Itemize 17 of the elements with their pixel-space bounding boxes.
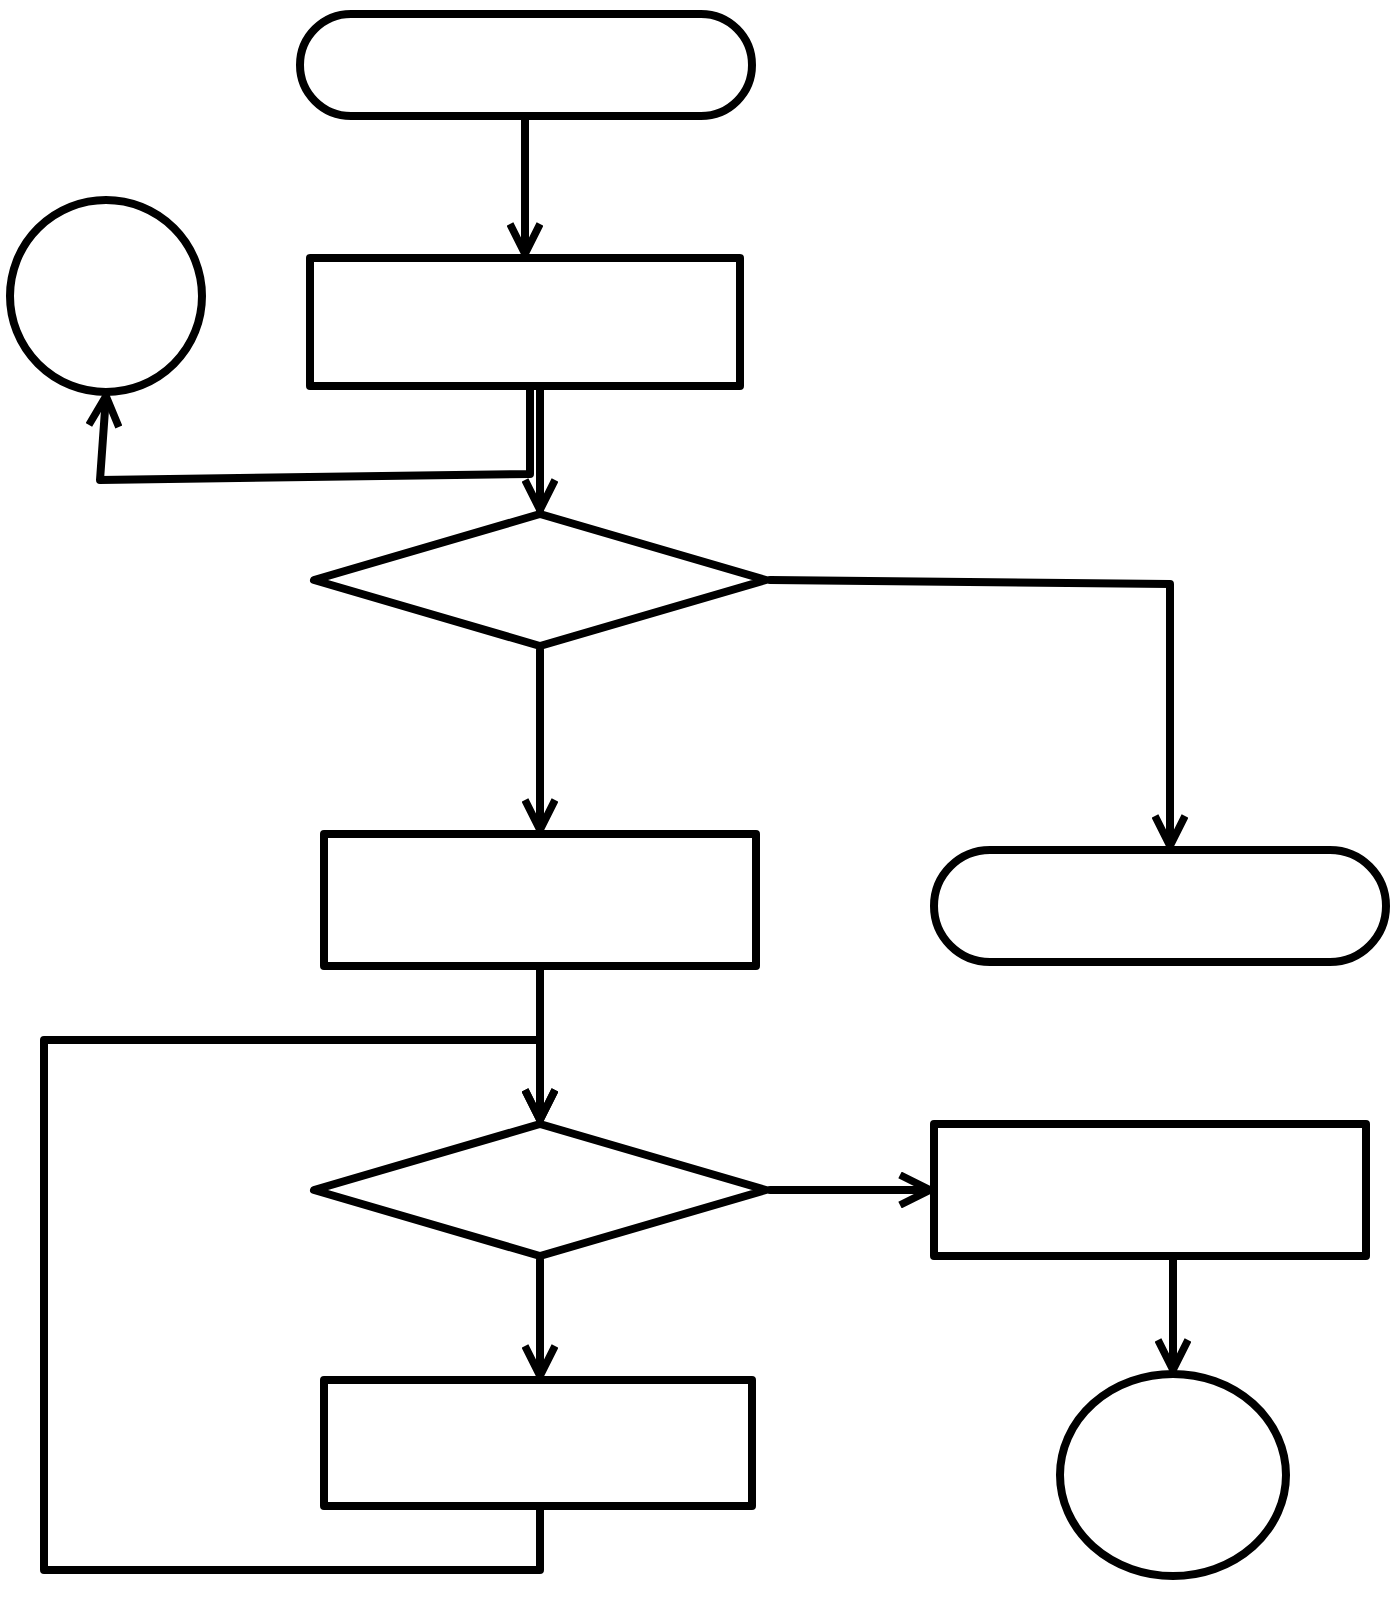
arrow: [1154, 1256, 1192, 1374]
connector-circle: [1056, 1370, 1290, 1580]
process-box: [320, 1376, 756, 1510]
arrow: [521, 386, 559, 514]
arrow: [85, 386, 534, 484]
arrow: [506, 116, 544, 258]
decision-diamond: [310, 1120, 770, 1260]
process-box: [306, 254, 744, 390]
arrow: [521, 646, 559, 834]
process-box: [930, 1120, 1370, 1260]
decision-diamond: [310, 510, 770, 650]
process-box: [320, 830, 760, 970]
connector-circle: [6, 196, 206, 396]
arrow: [521, 1256, 559, 1380]
arrow: [40, 1036, 559, 1574]
arrow: [766, 576, 1189, 850]
arrow: [766, 1171, 934, 1209]
